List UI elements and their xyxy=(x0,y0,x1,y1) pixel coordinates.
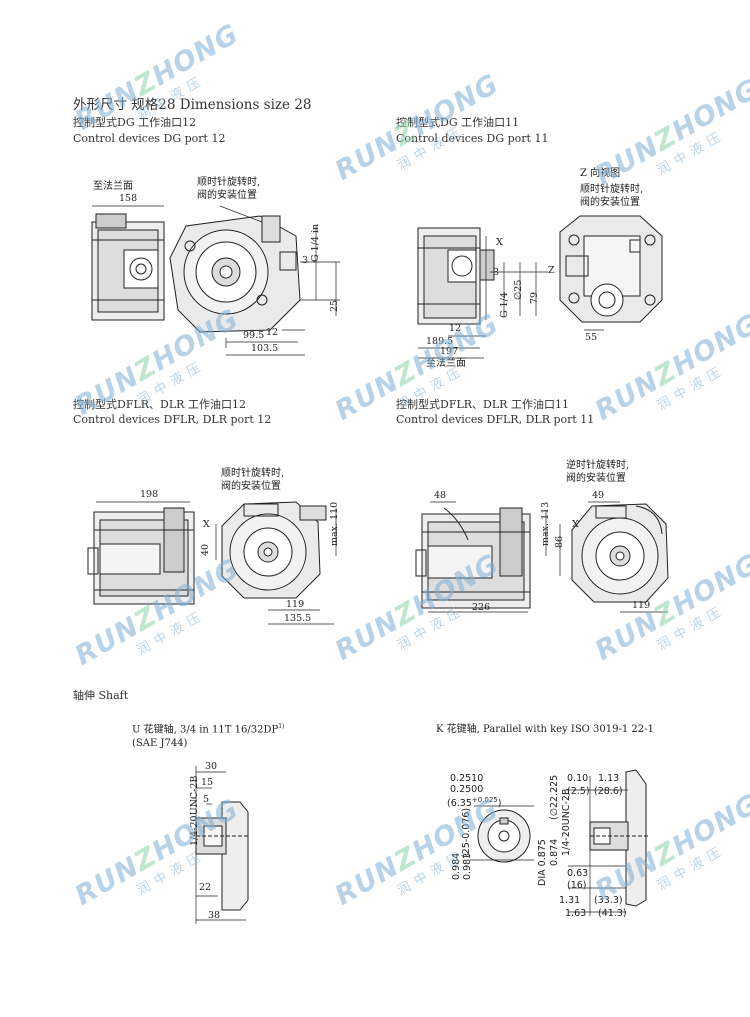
dim-48: 48 xyxy=(434,490,447,501)
dim-55: 55 xyxy=(585,332,598,343)
dim-99-5: 99.5 xyxy=(243,330,265,341)
dim-k-25mm: (2.5) xyxy=(567,786,590,797)
dim-79-dg11: 79 xyxy=(529,291,540,304)
dim-k-16: (16) xyxy=(567,880,587,891)
dimension-lines-dg11 xyxy=(418,236,604,359)
dim-x-dflr11: X xyxy=(572,519,579,530)
caption-dflr11-cn: 控制型式DFLR、DLR 工作油口11 xyxy=(396,398,569,411)
note-valve-dg11: 阀的安装位置 xyxy=(580,197,640,208)
dim-g14-dg11: G 1/4 xyxy=(499,292,510,318)
dim-x-dflr12: X xyxy=(203,519,210,530)
dim-k-0983: 0.983 xyxy=(462,852,473,880)
note-view-dg11: Z 向视图 xyxy=(580,168,621,179)
dim-k-010: 0.10 xyxy=(567,773,589,784)
dim-k-dia2: 0.874 xyxy=(549,838,560,866)
shaft-k-end-view xyxy=(477,809,531,863)
note-valve-dflr11: 阀的安装位置 xyxy=(566,473,626,484)
dim-k-a: 0.2510 xyxy=(450,773,484,784)
dim-198: 198 xyxy=(140,489,159,500)
shaft-u-standard: (SAE J744) xyxy=(132,738,188,749)
dim-x-dg11: X xyxy=(496,237,503,248)
shaft-k-caption: K 花键轴, Parallel with key ISO 3019-1 22-1 xyxy=(436,724,654,735)
dim-103-5: 103.5 xyxy=(251,343,279,354)
dim-d25-dg11: ∅25 xyxy=(513,279,524,300)
dim-z-dg11: Z xyxy=(548,265,555,276)
dim-max110: max. 110 xyxy=(329,501,340,546)
dim-49: 49 xyxy=(592,490,605,501)
note-valve-dg12: 阀的安装位置 xyxy=(197,190,257,201)
dim-k-b: 0.2500 xyxy=(450,784,484,795)
shaft-u-caption: U 花键轴, 3/4 in 11T 16/32DP1) xyxy=(132,723,285,736)
dim-119-dflr11: 119 xyxy=(632,600,651,611)
dim-g14: G 1/4 in xyxy=(310,223,321,262)
pump-side-view-dflr12 xyxy=(87,507,195,605)
shaft-k-side-view xyxy=(589,769,650,907)
dim-3: 3 xyxy=(302,255,309,266)
dim-k-413: (41.3) xyxy=(598,908,627,919)
dim-189-5: 189.5 xyxy=(426,336,454,347)
note-valve-dflr12: 阀的安装位置 xyxy=(221,481,281,492)
page-title: 外形尺寸 规格28 Dimensions size 28 xyxy=(73,97,312,113)
dim-u-thread: 1/4-20UNC-2B xyxy=(189,775,200,846)
shaft-heading: 轴伸 Shaft xyxy=(73,689,129,702)
dim-k-dia-mm: (∅22.225 xyxy=(549,774,560,820)
dim-12: 12 xyxy=(266,327,279,338)
dim-max113: max. 113 xyxy=(540,501,551,546)
dim-k-113: 1.13 xyxy=(598,773,620,784)
dim-40: 40 xyxy=(200,543,211,556)
dimension-lines-dflr12 xyxy=(96,501,337,625)
note-rotation-dg12: 顺时针旋转时, xyxy=(197,177,261,188)
dim-k-163: 1.63 xyxy=(565,908,587,919)
pump-front-view-dflr11 xyxy=(571,503,669,603)
shaft-u-drawing xyxy=(195,801,249,911)
dim-12-dg11: 12 xyxy=(449,323,462,334)
pump-side-view-dg11 xyxy=(417,227,495,325)
dim-25: 25 xyxy=(329,299,340,312)
dim-u-38: 38 xyxy=(208,910,221,921)
dim-158: 158 xyxy=(119,193,138,204)
dim-k-286: (28.6) xyxy=(594,786,623,797)
note-flange-dg11: 至法兰面 xyxy=(426,358,466,369)
caption-dg12-en: Control devices DG port 12 xyxy=(73,132,226,145)
caption-dg11-cn: 控制型式DG 工作油口11 xyxy=(396,116,520,129)
dim-u-15: 15 xyxy=(201,777,214,788)
dim-k-dia: DIA 0.875 xyxy=(537,839,548,886)
dim-k-131: 1.31 xyxy=(559,895,581,906)
dim-k-063: 0.63 xyxy=(567,868,589,879)
dimension-lines-shaft-u xyxy=(195,766,246,924)
caption-dg12-cn: 控制型式DG 工作油口12 xyxy=(73,116,197,129)
dim-197: 197 xyxy=(440,346,459,357)
dim-k-25: (25-0.076) xyxy=(461,807,472,858)
dim-119-dflr12: 119 xyxy=(286,599,305,610)
note-rotation-dflr12: 顺时针旋转时, xyxy=(221,468,285,479)
caption-dflr12-en: Control devices DFLR, DLR port 12 xyxy=(73,413,272,426)
pump-side-view-dflr11 xyxy=(415,507,531,609)
caption-dflr12-cn: 控制型式DFLR、DLR 工作油口12 xyxy=(73,398,246,411)
dimension-lines-shaft-k xyxy=(470,776,628,916)
dim-k-thread: 1/4-20UNC-2B xyxy=(561,788,572,857)
dim-226: 226 xyxy=(472,602,491,613)
note-rotation-dg11: 顺时针旋转时, xyxy=(580,184,644,195)
note-flange-dg12: 至法兰面 xyxy=(93,181,133,192)
pump-z-view-dg11 xyxy=(559,215,663,323)
dim-135-5: 135.5 xyxy=(284,613,312,624)
dim-u-30: 30 xyxy=(205,761,218,772)
dim-k-333: (33.3) xyxy=(594,895,623,906)
dim-86: 86 xyxy=(554,535,565,548)
dimension-lines-dg12 xyxy=(92,205,340,356)
note-rotation-dflr11: 逆时针旋转时, xyxy=(566,460,630,471)
pump-front-view-dg12 xyxy=(169,215,301,333)
dim-u-22: 22 xyxy=(199,882,212,893)
dim-3-dg11: 3 xyxy=(493,267,500,278)
pump-front-view-dflr12 xyxy=(221,501,327,599)
caption-dg11-en: Control devices DG port 11 xyxy=(396,132,549,145)
dim-u-5: 5 xyxy=(203,794,210,805)
pump-side-view-dg12 xyxy=(91,213,165,321)
dimension-lines-dflr11 xyxy=(428,501,668,613)
caption-dflr11-en: Control devices DFLR, DLR port 11 xyxy=(396,413,595,426)
dim-k-c: (6.35+0.025) xyxy=(447,796,502,810)
